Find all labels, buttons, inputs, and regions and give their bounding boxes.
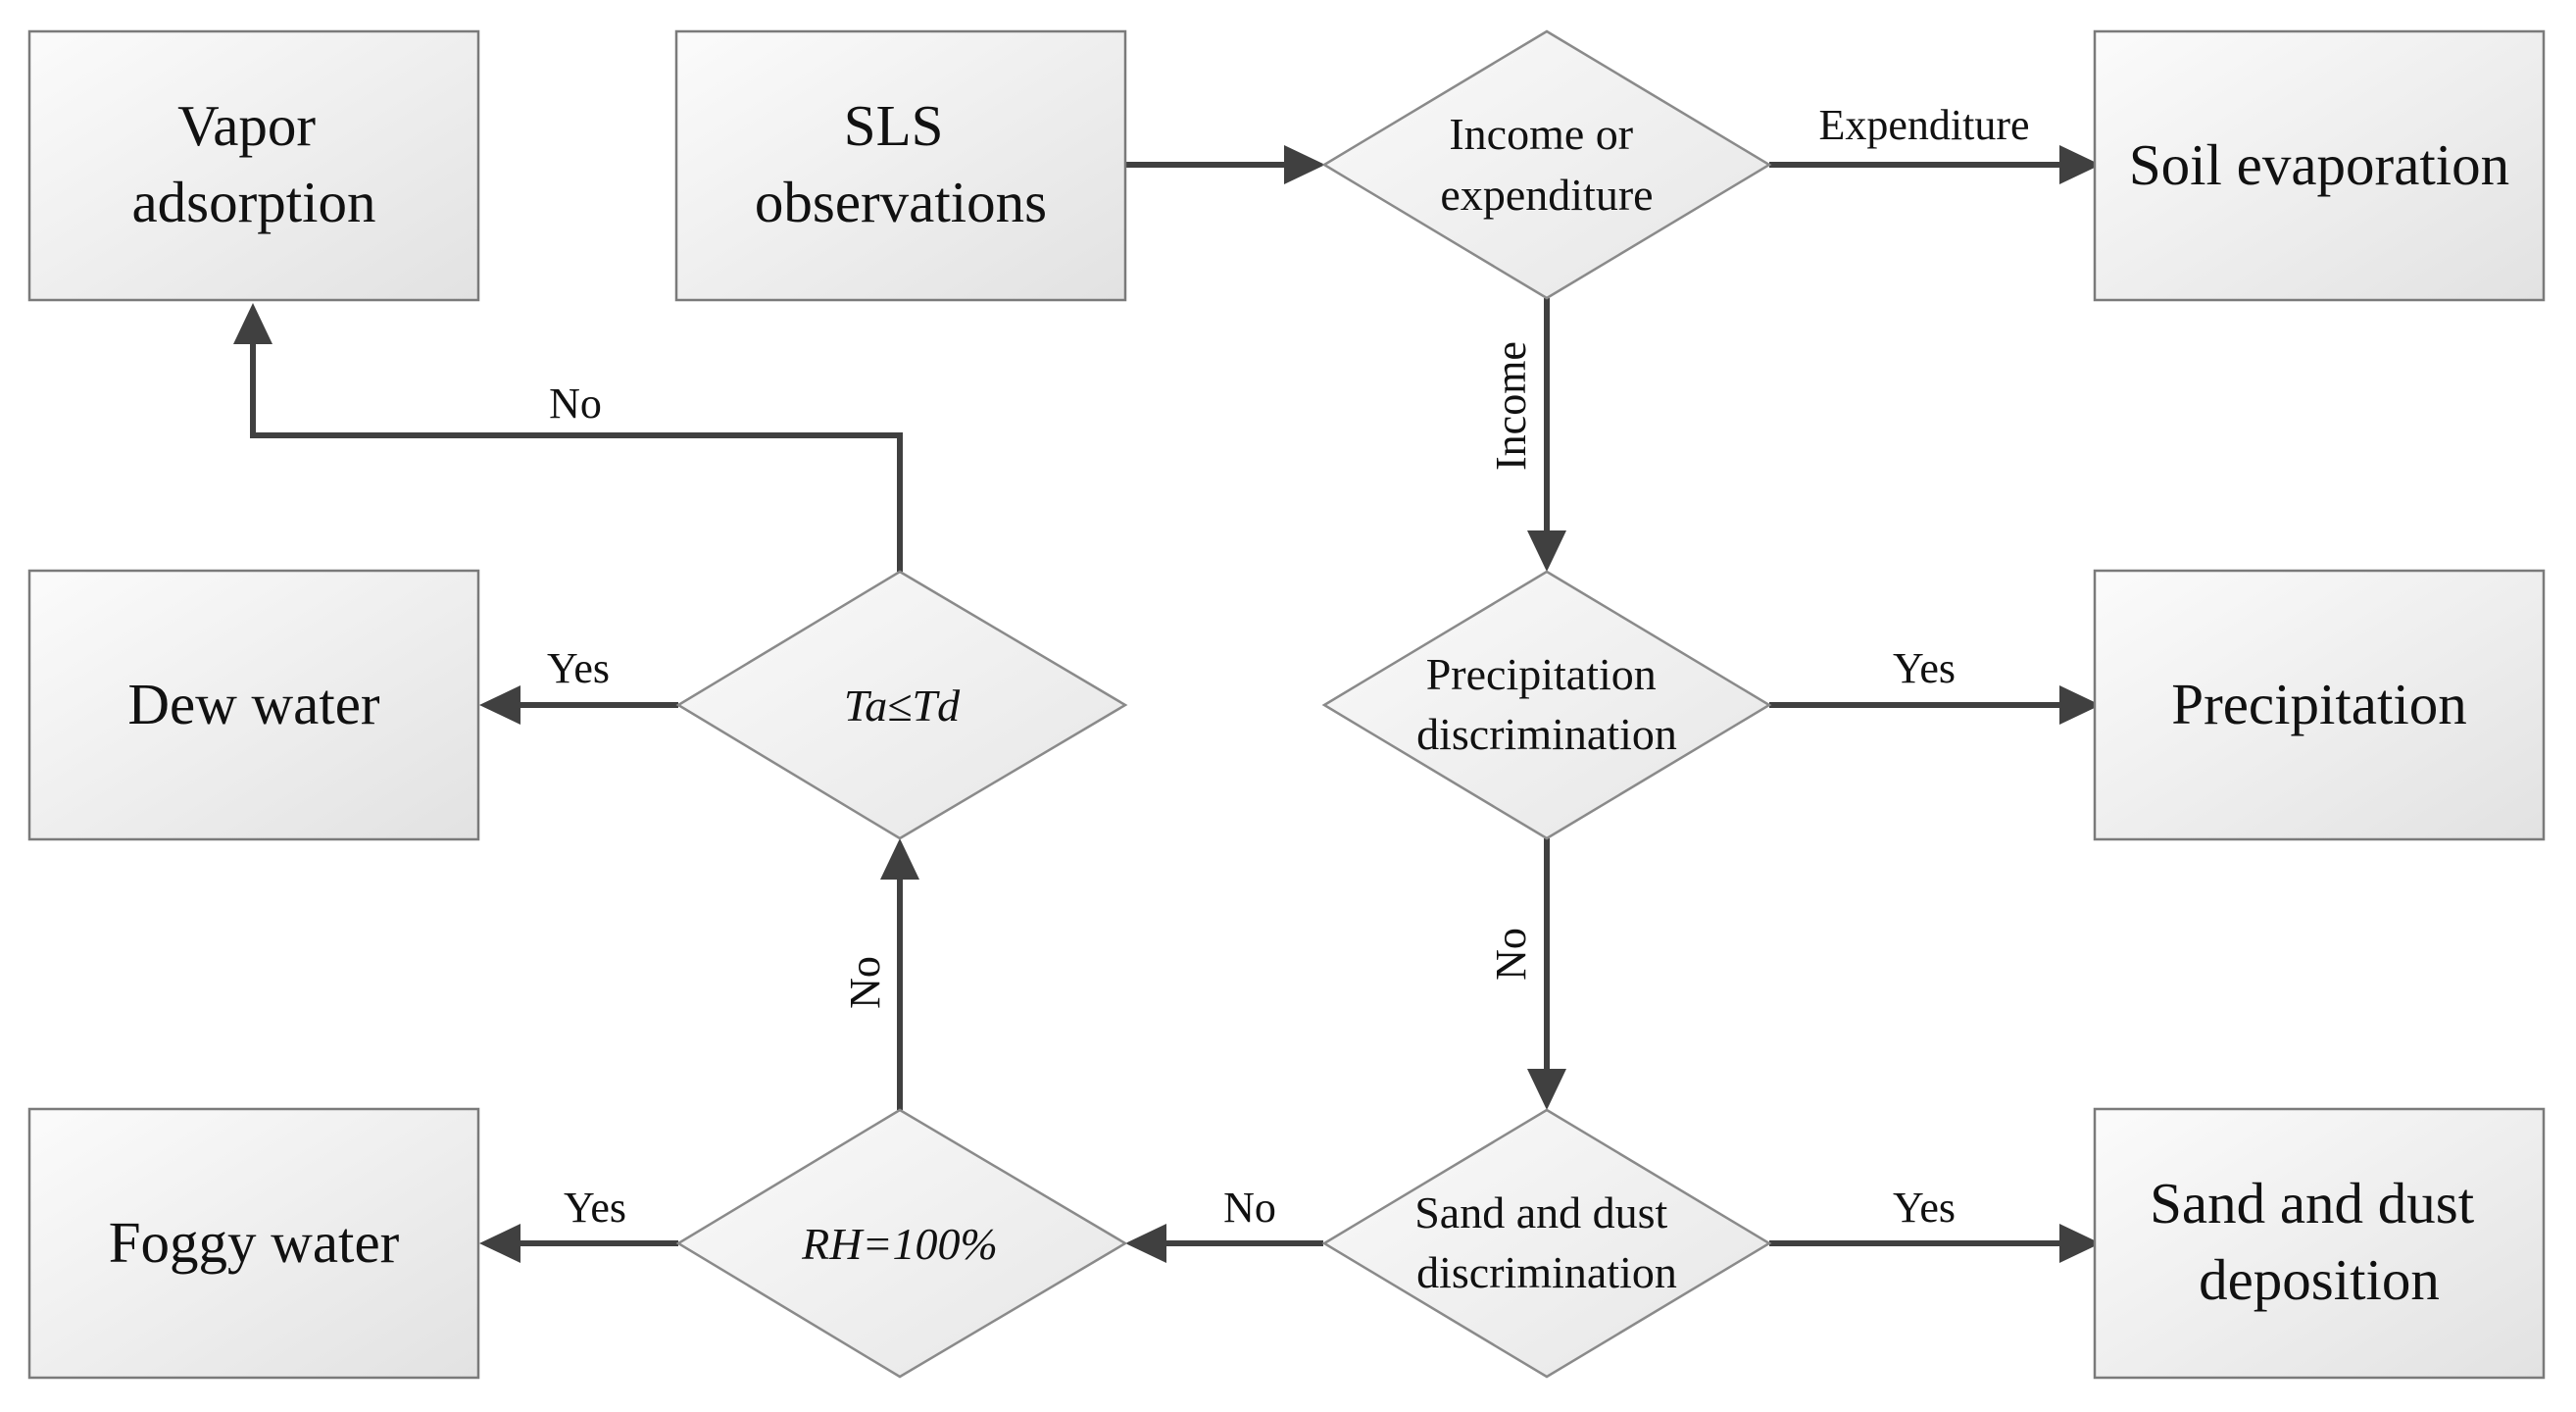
edge-label-yes-precip: Yes: [1893, 644, 1956, 692]
edge-label-yes-dew: Yes: [547, 644, 610, 692]
edge-labels: Expenditure Income No Yes Yes No No Yes …: [547, 101, 2030, 1232]
arrowhead: [1125, 1224, 1166, 1263]
arrowhead: [1527, 530, 1566, 572]
arrowhead: [1284, 145, 1325, 184]
edge-label-no-precip: No: [1487, 928, 1535, 981]
connectors: [233, 145, 2101, 1263]
box-label: Foggy water: [109, 1210, 400, 1275]
edge-label-no-rh-to-ta: No: [841, 956, 889, 1009]
arrowhead: [233, 303, 272, 344]
arrowhead: [2059, 685, 2101, 725]
decision-sand-dust-discrimination: Sand and dust discrimination: [1321, 1108, 1772, 1379]
decision-rh: RH=100%: [675, 1108, 1128, 1379]
box-label: Soil evaporation: [2129, 132, 2509, 197]
box-label: Dew water: [127, 672, 380, 736]
decision-label: Ta≤Td: [844, 681, 961, 731]
edge-label-yes-sand: Yes: [1893, 1184, 1956, 1232]
decision-label: Income or expenditure: [1440, 109, 1653, 220]
arrowhead: [1527, 1069, 1566, 1110]
edge-label-yes-foggy: Yes: [564, 1184, 626, 1232]
box-label: Precipitation: [2171, 672, 2466, 736]
decision-precipitation-discrimination: Precipitation discrimination: [1321, 570, 1772, 840]
decision-income-or-expenditure: Income or expenditure: [1321, 29, 1772, 300]
arrowhead: [2059, 145, 2101, 184]
edge-label-no-vapor: No: [549, 379, 602, 428]
box-sls-observations: SLS observations: [674, 29, 1127, 302]
box-dew-water: Dew water: [27, 569, 480, 841]
box-label: SLS observations: [755, 93, 1047, 234]
decision-label: Sand and dust discrimination: [1414, 1187, 1679, 1297]
edge-label-no-sand-to-rh: No: [1223, 1184, 1276, 1232]
decision-label: Precipitation discrimination: [1416, 649, 1677, 759]
edge-ta-td-to-vapor: [250, 340, 903, 572]
decision-ta-td: Ta≤Td: [675, 570, 1128, 840]
arrowhead: [880, 838, 919, 880]
box-sand-dust-deposition: Sand and dust deposition: [2093, 1107, 2546, 1380]
box-vapor-adsorption: Vapor adsorption: [27, 29, 480, 302]
arrowhead: [479, 1224, 520, 1263]
decision-label: RH=100%: [801, 1219, 998, 1269]
box-precipitation: Precipitation: [2093, 569, 2546, 841]
box-foggy-water: Foggy water: [27, 1107, 480, 1380]
edge-label-income: Income: [1487, 341, 1535, 471]
arrowhead: [479, 685, 520, 725]
box-soil-evaporation: Soil evaporation: [2093, 29, 2546, 302]
edge-label-expenditure: Expenditure: [1818, 101, 2029, 149]
arrowhead: [2059, 1224, 2101, 1263]
box-label: Vapor adsorption: [131, 93, 375, 234]
box-label: Sand and dust deposition: [2150, 1171, 2489, 1312]
